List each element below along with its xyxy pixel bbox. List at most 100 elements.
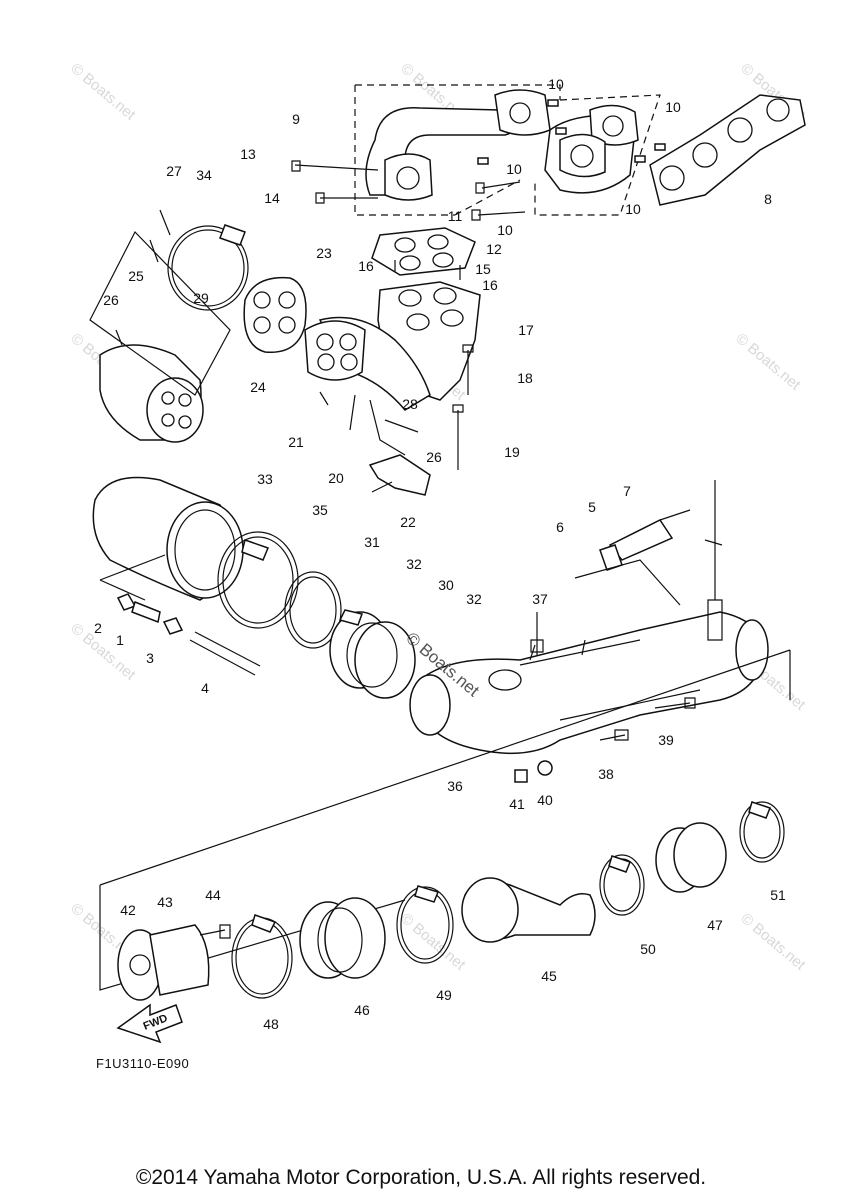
callout-6: 6 (556, 519, 564, 535)
hose-46 (299, 897, 386, 979)
callout-37: 37 (532, 591, 548, 607)
callout-30: 30 (438, 577, 454, 593)
bracket-20 (319, 391, 431, 496)
callout-25: 25 (128, 268, 144, 284)
sensor-wire (704, 480, 723, 641)
callout-19: 19 (504, 444, 520, 460)
callout-33: 33 (257, 471, 273, 487)
callout-38: 38 (598, 766, 614, 782)
callout-15: 15 (475, 261, 491, 277)
hose-7 (599, 509, 691, 571)
bolt-39 (654, 697, 696, 709)
washer-40 (537, 760, 553, 776)
band-34 (149, 209, 249, 311)
callout-34: 34 (196, 167, 212, 183)
callout-17: 17 (518, 322, 534, 338)
callout-10: 10 (548, 76, 564, 92)
watermark: © Boats.net (732, 330, 804, 394)
watermark: © Boats.net (67, 620, 139, 684)
callout-10: 10 (665, 99, 681, 115)
callout-4: 4 (201, 680, 209, 696)
ring-31 (284, 571, 342, 649)
leader-box-24 (89, 230, 231, 396)
pipe-45 (461, 877, 596, 943)
gasket-15 (371, 227, 476, 276)
outlet-42-43 (117, 924, 231, 1001)
callout-49: 49 (436, 987, 452, 1003)
callout-8: 8 (764, 191, 772, 207)
callout-26: 26 (103, 292, 119, 308)
watermark: © Boats.net (397, 910, 469, 974)
callout-43: 43 (157, 894, 173, 910)
callout-29: 29 (193, 290, 209, 306)
callout-27: 27 (166, 163, 182, 179)
callout-35: 35 (312, 502, 328, 518)
bolt-41 (514, 769, 528, 783)
callout-47: 47 (707, 917, 723, 933)
callout-1: 1 (116, 632, 124, 648)
hose-47 (655, 822, 727, 893)
callout-26: 26 (426, 449, 442, 465)
callout-11: 11 (448, 208, 463, 224)
callout-41: 41 (509, 796, 525, 812)
callout-3: 3 (146, 650, 154, 666)
callout-36: 36 (447, 778, 463, 794)
callout-39: 39 (658, 732, 674, 748)
callout-16: 16 (482, 277, 498, 293)
clamp-51 (739, 801, 785, 863)
watermark: © Boats.net (737, 910, 809, 974)
callout-40: 40 (537, 792, 553, 808)
exhaust-pipe-36 (409, 611, 769, 755)
callout-2: 2 (94, 620, 102, 636)
callout-5: 5 (588, 499, 596, 515)
callout-23: 23 (316, 245, 332, 261)
gasket-23 (243, 276, 307, 353)
hose-4 (189, 631, 261, 676)
exhaust-joint-24 (99, 329, 204, 443)
fitting-1-2-3 (116, 593, 184, 635)
leader-1 (99, 554, 166, 601)
callout-22: 22 (400, 514, 416, 530)
exhaust-manifold (291, 84, 666, 221)
hose-30 (329, 609, 416, 699)
callout-10: 10 (497, 222, 513, 238)
callout-32: 32 (406, 556, 422, 572)
gasket-8 (649, 94, 806, 206)
clamp-35 (217, 531, 299, 629)
callout-10: 10 (506, 161, 522, 177)
callout-18: 18 (517, 370, 533, 386)
callout-20: 20 (328, 470, 344, 486)
callout-12: 12 (486, 241, 502, 257)
callout-9: 9 (292, 111, 300, 127)
fwd-arrow-icon: FWD (116, 1003, 183, 1044)
clamp-48 (231, 914, 293, 999)
expansion-chamber-33 (92, 476, 244, 601)
clamp-50 (599, 854, 645, 916)
callout-50: 50 (640, 941, 656, 957)
diagram-code: F1U3110-E090 (96, 1056, 190, 1071)
bolt-38 (599, 729, 629, 741)
watermark: © Boats.net (67, 60, 139, 124)
callout-13: 13 (240, 146, 256, 162)
callout-14: 14 (264, 190, 280, 206)
callout-7: 7 (623, 483, 631, 499)
callout-42: 42 (120, 902, 136, 918)
callout-51: 51 (770, 887, 786, 903)
bolt-37 (530, 612, 544, 655)
callout-44: 44 (205, 887, 221, 903)
copyright-notice: ©2014 Yamaha Motor Corporation, U.S.A. A… (135, 1166, 707, 1189)
callout-16: 16 (358, 258, 374, 274)
callout-24: 24 (250, 379, 266, 395)
clamp-49 (396, 885, 454, 964)
callout-layer: 1234567891010101010111213141516161718192… (94, 76, 786, 1032)
callout-10: 10 (625, 201, 641, 217)
callout-32: 32 (466, 591, 482, 607)
callout-21: 21 (288, 434, 304, 450)
callout-45: 45 (541, 968, 557, 984)
callout-48: 48 (263, 1016, 279, 1032)
callout-31: 31 (364, 534, 380, 550)
leader-6 (574, 559, 681, 606)
callout-46: 46 (354, 1002, 370, 1018)
callout-28: 28 (402, 396, 418, 412)
